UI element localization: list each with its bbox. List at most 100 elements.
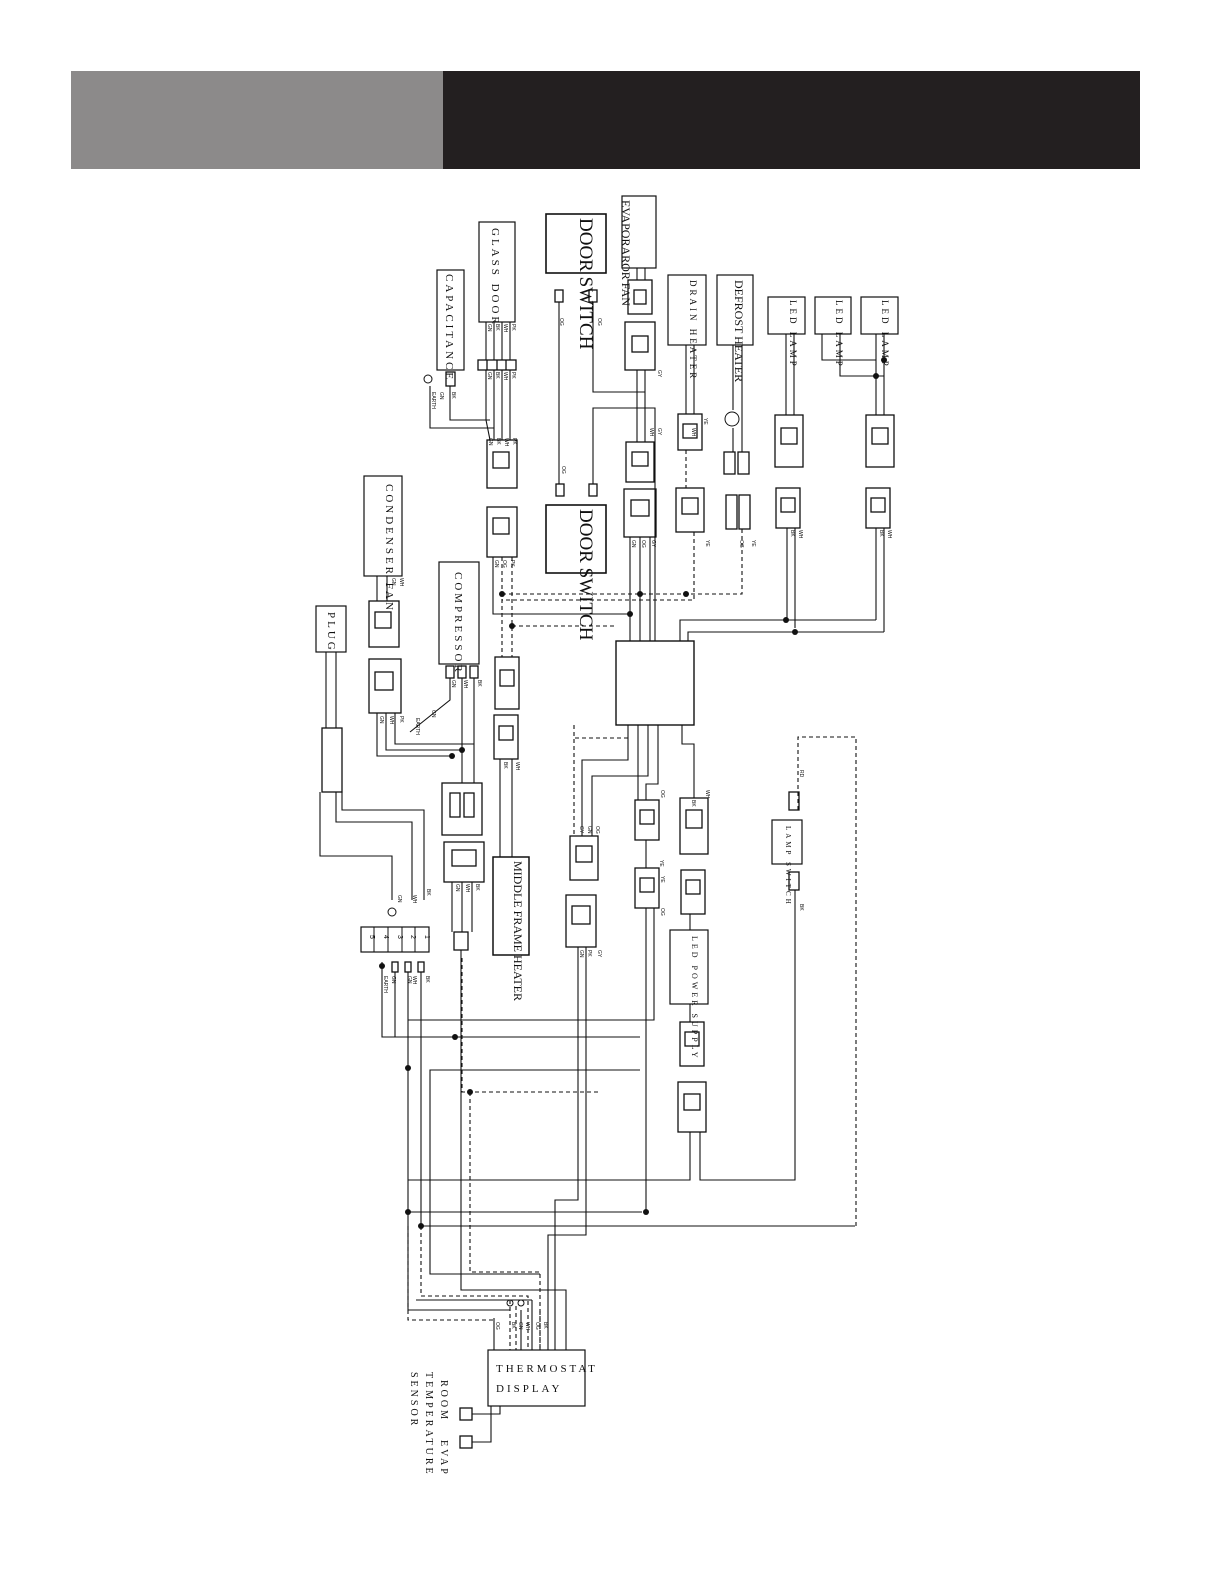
svg-text:WH: WH xyxy=(797,530,803,539)
capacitance-label: CAPACITANCE xyxy=(443,274,455,382)
svg-text:GN: GN xyxy=(406,976,412,984)
room-temp-sensor-label-3: SENSOR xyxy=(408,1372,419,1428)
svg-text:BK: BK xyxy=(474,884,480,891)
svg-text:OG: OG xyxy=(659,790,665,798)
svg-text:OG: OG xyxy=(558,318,564,326)
terminal-numbers: 1 2 3 4 5 xyxy=(368,935,430,939)
led-lamp-3-label: LED LAMP xyxy=(880,300,890,369)
svg-text:GN: GN xyxy=(517,1322,523,1330)
svg-text:PK: PK xyxy=(510,324,516,331)
svg-text:WH: WH xyxy=(411,976,417,985)
svg-text:GN: GN xyxy=(450,680,456,688)
svg-text:PK: PK xyxy=(398,716,404,723)
svg-text:GY: GY xyxy=(656,370,662,378)
main-controller-box xyxy=(615,640,695,726)
room-temp-sensor-label-2: TEMPERATURE xyxy=(423,1372,434,1477)
svg-text:WH: WH xyxy=(886,530,892,539)
middle-frame-heater-label: MIDDLE FRAME HEATER xyxy=(511,861,525,1001)
svg-text:WH: WH xyxy=(648,428,654,437)
svg-text:YE: YE xyxy=(658,860,664,867)
svg-text:OG: OG xyxy=(494,1322,500,1330)
svg-text:PK: PK xyxy=(586,950,592,957)
svg-text:OG: OG xyxy=(534,1322,540,1330)
evaporator-fan-label: EVAPORAROR FAN xyxy=(619,200,633,306)
led-lamp-1-box xyxy=(767,296,806,335)
svg-text:WH: WH xyxy=(704,790,710,799)
svg-text:YE: YE xyxy=(659,876,665,883)
svg-text:BK: BK xyxy=(450,392,456,399)
terminal-block xyxy=(360,926,430,953)
svg-text:4: 4 xyxy=(382,935,389,939)
glass-door-label: GLASS DOOR xyxy=(489,228,501,327)
wire-color-labels: EARTH GN BK GN BK WH PK GN BK WH PK GN B… xyxy=(378,318,892,1331)
svg-text:GN: GN xyxy=(578,950,584,958)
drain-heater-box xyxy=(667,274,707,346)
svg-text:GY: GY xyxy=(596,950,602,958)
svg-text:PK: PK xyxy=(509,560,515,567)
svg-text:GN: GN xyxy=(396,895,402,903)
svg-text:GN: GN xyxy=(378,716,384,724)
svg-text:GN: GN xyxy=(493,560,499,568)
svg-text:BK: BK xyxy=(502,762,508,769)
condenser-fan-label: CONDENSER FAN xyxy=(383,484,395,613)
compressor-label: COMPRESSOR xyxy=(452,572,464,675)
svg-text:BK: BK xyxy=(425,889,431,896)
svg-text:PK: PK xyxy=(510,372,516,379)
evap-sensor-label: EVAP xyxy=(438,1440,449,1477)
defrost-heater-label: DEFROST HEATER xyxy=(732,280,746,382)
thermostat-label: THERMOSTAT xyxy=(496,1363,598,1375)
svg-text:EARTH: EARTH xyxy=(382,976,388,993)
svg-text:1: 1 xyxy=(423,935,430,939)
thermostat-display-box xyxy=(487,1349,586,1407)
door-switch-mid-label: DOOR SWITCH xyxy=(575,509,596,641)
svg-text:GN: GN xyxy=(487,438,493,446)
junction-dots xyxy=(379,357,887,1229)
display-label: DISPLAY xyxy=(496,1383,562,1395)
svg-text:3: 3 xyxy=(396,935,403,939)
svg-text:BK: BK xyxy=(494,372,500,379)
open-junctions xyxy=(387,374,740,1307)
svg-text:GN: GN xyxy=(390,578,396,586)
svg-text:GN: GN xyxy=(486,372,492,380)
plug-box xyxy=(315,605,347,653)
svg-text:BK: BK xyxy=(542,1322,548,1329)
svg-text:WH: WH xyxy=(503,438,509,447)
led-lamp-1-label: LED LAMP xyxy=(788,300,798,369)
svg-text:GY: GY xyxy=(650,540,656,548)
svg-text:YE: YE xyxy=(702,418,708,425)
svg-text:BK: BK xyxy=(878,530,884,537)
svg-text:2: 2 xyxy=(409,935,416,939)
svg-text:YE: YE xyxy=(750,540,756,547)
svg-text:OG: OG xyxy=(501,560,507,568)
svg-text:BK: BK xyxy=(510,1322,516,1329)
header-black-band xyxy=(443,71,1140,169)
svg-text:GN: GN xyxy=(630,540,636,548)
svg-text:BK: BK xyxy=(494,324,500,331)
svg-text:OG: OG xyxy=(596,318,602,326)
svg-text:OG: OG xyxy=(659,908,665,916)
svg-text:BK: BK xyxy=(424,976,430,983)
svg-text:EARTH: EARTH xyxy=(430,392,436,409)
svg-text:GN: GN xyxy=(454,884,460,892)
svg-text:WH: WH xyxy=(464,884,470,893)
svg-text:EARTH: EARTH xyxy=(414,718,420,735)
led-lamp-3-box xyxy=(860,296,899,335)
door-switch-top-label: DOOR SWITCH xyxy=(575,218,596,350)
svg-text:5: 5 xyxy=(368,935,375,939)
compressor-box xyxy=(438,561,480,665)
header-gray-band xyxy=(71,71,444,169)
svg-text:GY: GY xyxy=(656,428,662,436)
svg-text:OG: OG xyxy=(594,826,600,834)
svg-text:WH: WH xyxy=(388,716,394,725)
evaporator-fan-box xyxy=(621,195,657,269)
svg-text:OG: OG xyxy=(560,466,566,474)
svg-text:WH: WH xyxy=(411,895,417,904)
svg-text:WH: WH xyxy=(514,762,520,771)
svg-text:OG: OG xyxy=(640,540,646,548)
svg-text:GY: GY xyxy=(578,826,584,834)
led-power-supply-label: LED POWER SUPPLY xyxy=(690,936,699,1061)
room-temp-sensor-label-1: ROOM xyxy=(438,1380,449,1422)
svg-text:WH: WH xyxy=(502,372,508,381)
drain-heater-label: DRAIN HEATER xyxy=(688,280,698,381)
svg-text:WH: WH xyxy=(398,578,404,587)
